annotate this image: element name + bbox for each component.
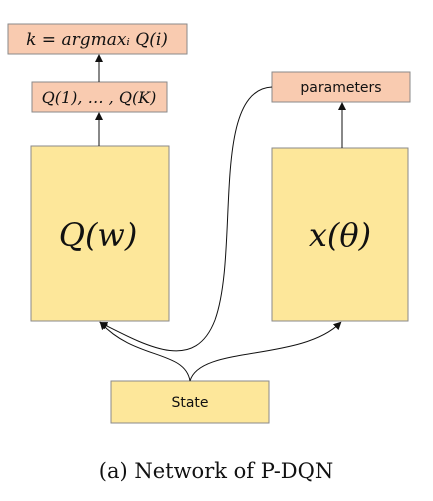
argmax-label: k = argmaxᵢ Q(i) [26,30,168,50]
q-network-label: Q(w) [59,216,138,254]
arrow-parameters-to-q-network [99,86,273,352]
state-label: State [171,395,208,411]
q-values-label: Q(1), … , Q(K) [42,88,157,107]
parameters-label: parameters [300,80,381,96]
argmax-box: k = argmaxᵢ Q(i) [7,23,188,55]
parameters-box: parameters [271,71,411,103]
x-network-label: x(θ) [309,216,371,254]
state-box: State [110,380,270,424]
q-values-box: Q(1), … , Q(K) [31,81,168,113]
x-network-box: x(θ) [271,147,409,322]
figure-caption: (a) Network of P-DQN [99,459,333,483]
q-network-box: Q(w) [30,145,170,322]
arrow-state-to-q-network [99,321,191,382]
arrow-state-to-x-network [189,321,342,382]
